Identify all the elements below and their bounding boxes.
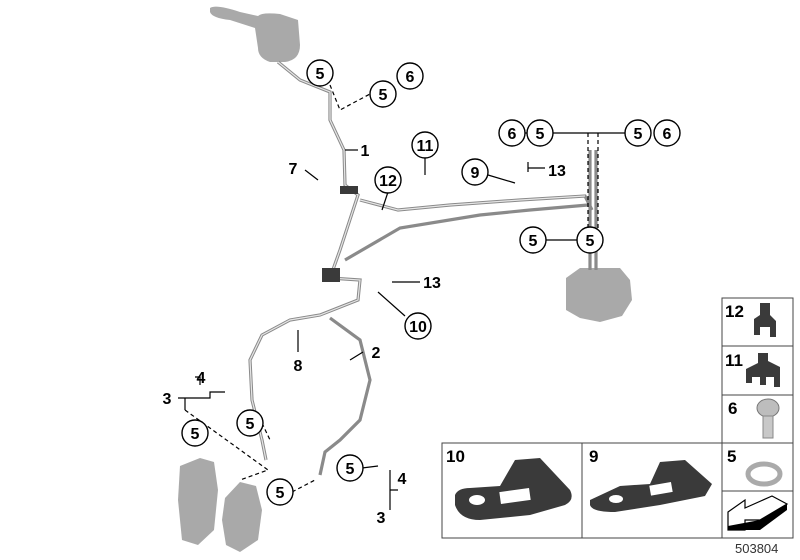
- callout-5: 5: [624, 119, 652, 147]
- callout-label: 11: [417, 138, 434, 155]
- legend-panels: 12 11 6 5 10: [441, 297, 794, 539]
- svg-text:5: 5: [727, 447, 736, 466]
- callout-4: 4: [398, 471, 407, 488]
- callout-label: 5: [191, 426, 200, 443]
- svg-text:11: 11: [725, 351, 743, 370]
- callout-4: 4: [197, 370, 206, 387]
- callout-5: 5: [306, 59, 334, 87]
- panel-6: 6: [728, 398, 780, 439]
- holder-9-icon: [590, 460, 712, 512]
- callout-1: 1: [361, 143, 370, 160]
- callout-7: 7: [289, 161, 298, 178]
- callout-label: 5: [246, 416, 255, 433]
- callout-5: 5: [181, 419, 209, 447]
- callout-11: 11: [411, 131, 439, 159]
- svg-text:6: 6: [728, 399, 737, 418]
- panel-10: 10: [446, 447, 572, 520]
- callout-5: 5: [526, 119, 554, 147]
- callout-2: 2: [372, 345, 381, 362]
- callout-label: 5: [276, 485, 285, 502]
- callout-label: 6: [663, 126, 672, 143]
- callout-label: 5: [316, 66, 325, 83]
- callout-label: 5: [586, 233, 595, 250]
- callout-9: 9: [461, 158, 489, 186]
- callout-6: 6: [498, 119, 526, 147]
- panel-9: 9: [589, 447, 712, 512]
- callout-5: 5: [336, 454, 364, 482]
- holder-10-icon: [455, 458, 572, 520]
- brake-lines: [248, 60, 598, 476]
- callout-3: 3: [163, 391, 172, 408]
- callout-label: 5: [634, 126, 643, 143]
- callout-5: 5: [236, 409, 264, 437]
- callout-label: 5: [529, 233, 538, 250]
- callout-label: 9: [471, 165, 480, 182]
- callout-8: 8: [294, 358, 303, 375]
- callout-label: 10: [409, 319, 427, 336]
- callout-5: 5: [266, 478, 294, 506]
- panel-11: 11: [725, 351, 780, 387]
- callout-12: 12: [374, 166, 402, 194]
- callout-5: 5: [369, 80, 397, 108]
- callout-5: 5: [576, 226, 604, 254]
- svg-text:12: 12: [725, 302, 744, 321]
- callout-label: 6: [508, 126, 517, 143]
- callout-label: 6: [406, 69, 415, 86]
- callout-10: 10: [404, 312, 432, 340]
- callout-label: 5: [536, 126, 545, 143]
- brake-caliper-left: [178, 458, 218, 545]
- callout-label: 5: [379, 87, 388, 104]
- brake-master-cylinder: [210, 6, 300, 62]
- panel-5: 5: [727, 447, 783, 487]
- banjo-bolt-icon: [756, 398, 780, 439]
- clip-11-icon: [746, 353, 780, 387]
- abs-unit: [566, 268, 632, 322]
- panel-arrow: [727, 495, 789, 531]
- callout-13: 13: [423, 275, 441, 292]
- svg-text:10: 10: [446, 447, 465, 466]
- callout-6: 6: [653, 119, 681, 147]
- callout-label: 5: [346, 461, 355, 478]
- svg-text:9: 9: [589, 447, 598, 466]
- callout-label: 12: [379, 173, 397, 190]
- plain-callouts: 1 7 13 13 8 2 3 4 4 3: [163, 143, 566, 527]
- callout-5: 5: [519, 226, 547, 254]
- panel-12: 12: [725, 302, 776, 337]
- diagram-number: 503804: [735, 541, 779, 556]
- clip-12-icon: [754, 303, 776, 337]
- sealing-ring-icon: [745, 461, 783, 487]
- leader-lines: [178, 84, 626, 510]
- callout-13: 13: [548, 163, 566, 180]
- callout-6: 6: [396, 62, 424, 90]
- callout-3: 3: [377, 510, 386, 527]
- brake-caliper-right: [222, 482, 262, 552]
